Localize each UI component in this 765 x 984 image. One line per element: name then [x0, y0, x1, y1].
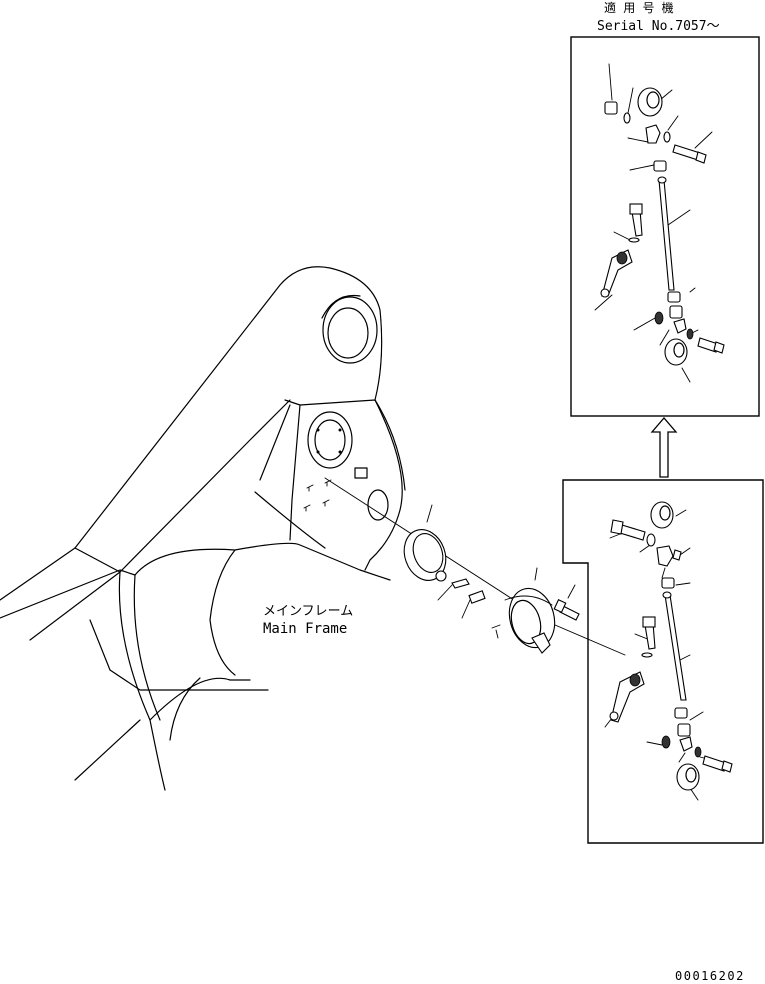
detail-box-lower	[562, 479, 764, 844]
detail-box-upper	[570, 36, 760, 417]
center-exploded-parts	[403, 504, 580, 654]
serial-number-label: Serial No.7057～	[597, 19, 720, 34]
applicable-serial-jp: 適 用 号 機	[604, 0, 674, 15]
upgrade-arrow-icon	[650, 417, 678, 478]
upper-detail-parts	[594, 63, 725, 383]
main-frame-en-label: Main Frame	[263, 621, 347, 637]
main-frame-drawing	[0, 266, 406, 791]
drawing-number: 00016202	[675, 969, 745, 983]
lower-detail-parts	[604, 501, 733, 801]
main-frame-jp-label: メインフレーム	[263, 604, 353, 619]
